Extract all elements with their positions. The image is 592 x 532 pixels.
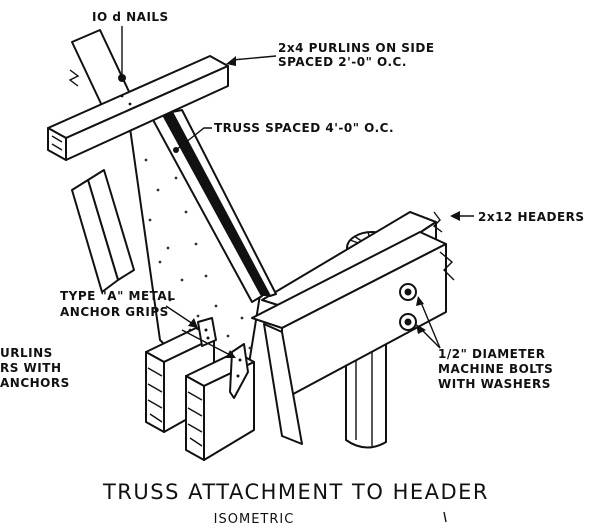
left-label-line2: RS WITH (0, 361, 62, 375)
front-header (251, 231, 455, 445)
break-marks (68, 69, 443, 233)
headers-label: 2x12 HEADERS (478, 210, 585, 224)
purlins-label-line2: SPACED 2'-0" O.C. (278, 55, 407, 69)
truss-spacing-label: TRUSS SPACED 4'-0" O.C. (214, 121, 394, 135)
purlins-label-line1: 2x4 PURLINS ON SIDE (278, 41, 435, 55)
bolts-label-line1: 1/2" DIAMETER (438, 347, 546, 361)
diagram-title: TRUSS ATTACHMENT TO HEADER (102, 480, 489, 504)
machine-bolts (399, 283, 417, 331)
left-label-line3: ANCHORS (0, 376, 70, 390)
left-label-line1: URLINS (0, 346, 53, 360)
back-truss-members (71, 29, 135, 293)
anchor-grips-label-line2: ANCHOR GRIPS (60, 305, 169, 319)
leader-lines (121, 26, 474, 358)
bolts-label-line2: MACHINE BOLTS (438, 362, 553, 376)
lower-purlins (145, 327, 255, 461)
nails-label: IO d NAILS (92, 10, 169, 24)
anchor-grips-label-line1: TYPE "A" METAL (60, 289, 175, 303)
diagram-subtitle: ISOMETRIC (214, 512, 295, 527)
stray-mark (443, 511, 447, 523)
bolts-label-line3: WITH WASHERS (438, 377, 551, 391)
truss-chord (151, 109, 277, 303)
upper-purlin (47, 55, 229, 161)
